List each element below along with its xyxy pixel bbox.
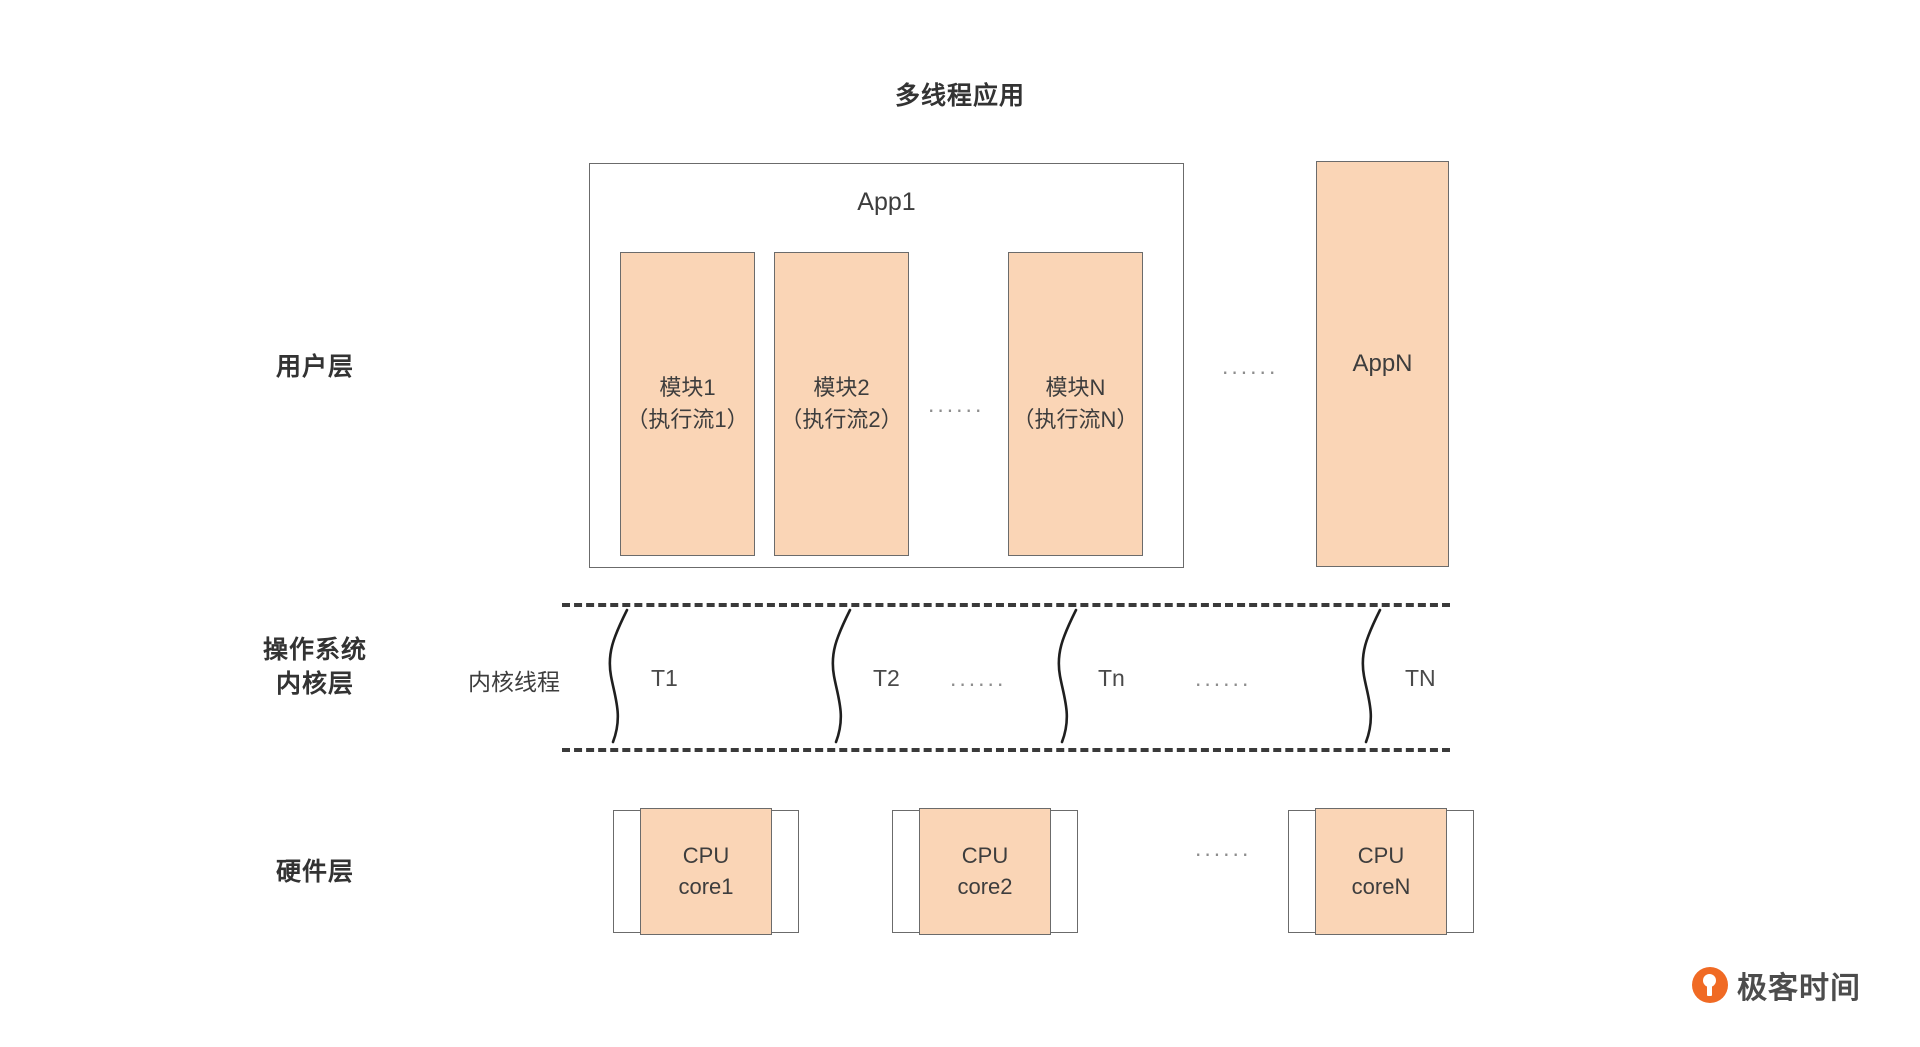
diagram-title: 多线程应用 — [894, 82, 1025, 110]
hardware-ellipsis: ...... — [1195, 835, 1252, 861]
layer-label-os: 操作系统 内核层 — [185, 634, 445, 702]
module-box-1: 模块1 （执行流1） — [620, 252, 755, 556]
app1-title: App1 — [857, 188, 916, 216]
kernel-thread-label: 内核线程 — [468, 669, 560, 695]
watermark-text: 极客时间 — [1737, 972, 1861, 1005]
kernel-boundary-top — [562, 603, 1450, 607]
module-box-2: 模块2 （执行流2） — [774, 252, 909, 556]
cpu-core-1-line1: CPU — [682, 842, 730, 868]
geektime-logo-icon — [1692, 967, 1728, 1003]
kernel-boundary-bottom — [562, 748, 1450, 752]
thread-label-tN: TN — [1405, 665, 1436, 691]
thread-brace-icon-2 — [828, 608, 858, 744]
module-n-flow: （执行流N） — [1012, 407, 1139, 432]
cpu-core-box-n: CPU coreN — [1315, 808, 1447, 935]
watermark: 极客时间 — [1692, 963, 1861, 1007]
cpu-core-1-line2: core1 — [678, 873, 734, 899]
module-1-name: 模块1 — [659, 375, 716, 401]
layer-label-user: 用户层 — [275, 353, 354, 381]
layer-label-os-line2: 内核层 — [275, 669, 354, 698]
appn-box: AppN — [1316, 161, 1449, 567]
cpu-core-2-line1: CPU — [961, 842, 1009, 868]
module-ellipsis: ...... — [928, 391, 985, 417]
layer-label-os-line1: 操作系统 — [262, 636, 367, 664]
thread-label-t2: T2 — [873, 665, 900, 691]
layer-label-hardware: 硬件层 — [275, 858, 354, 886]
thread-label-t1: T1 — [651, 665, 678, 691]
module-2-flow: （执行流2） — [780, 407, 903, 432]
apps-ellipsis: ...... — [1222, 353, 1279, 379]
kernel-ellipsis-2: ...... — [1195, 665, 1252, 691]
thread-brace-icon-1 — [605, 608, 635, 744]
module-n-name: 模块N — [1045, 375, 1106, 401]
cpu-core-2-line2: core2 — [957, 873, 1013, 899]
cpu-core-box-1: CPU core1 — [640, 808, 772, 935]
cpu-core-box-2: CPU core2 — [919, 808, 1051, 935]
module-2-name: 模块2 — [813, 375, 870, 401]
kernel-ellipsis-1: ...... — [950, 665, 1007, 691]
cpu-core-n-line1: CPU — [1357, 842, 1405, 868]
cpu-core-n-line2: coreN — [1351, 873, 1411, 899]
thread-brace-icon-3 — [1054, 608, 1084, 744]
thread-brace-icon-4 — [1358, 608, 1388, 744]
thread-label-tn: Tn — [1098, 665, 1125, 691]
module-box-n: 模块N （执行流N） — [1008, 252, 1143, 556]
module-1-flow: （执行流1） — [626, 407, 749, 432]
